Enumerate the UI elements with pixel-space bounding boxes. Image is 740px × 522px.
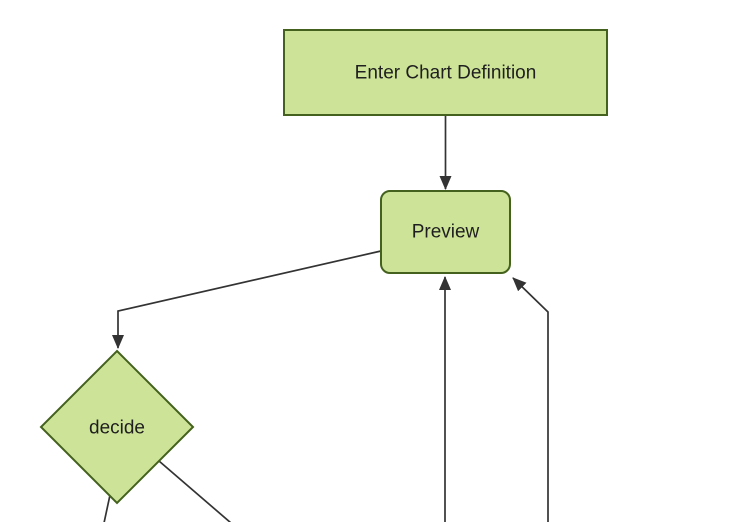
enter-chart-definition-label: Enter Chart Definition	[355, 63, 537, 84]
node-decide: decide	[39, 349, 195, 505]
edge-layer	[103, 115, 549, 522]
edge-preview-to-decide	[112, 250, 382, 349]
decide-diamond	[39, 349, 195, 505]
decide-label: decide	[89, 418, 145, 439]
edge-decide-to-offscreen-bottom-left	[103, 494, 111, 522]
preview-label: Preview	[412, 222, 480, 243]
node-enter-chart-definition: Enter Chart Definition	[283, 29, 608, 116]
preview-box	[380, 190, 511, 274]
node-preview: Preview	[380, 190, 511, 274]
edge-offscreen-bottom-right-to-preview	[512, 277, 549, 522]
enter-chart-definition-box	[283, 29, 608, 116]
edge-decide-to-offscreen-bottom-right	[158, 460, 232, 522]
